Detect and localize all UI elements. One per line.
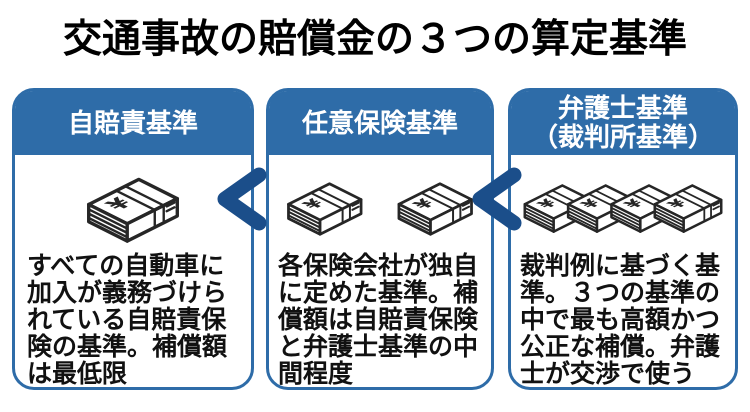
less-than-icon xyxy=(217,167,267,231)
card-header-sublabel: （裁判所基準） xyxy=(531,122,714,152)
money-stack-icon xyxy=(287,181,473,236)
card-description: 各保険会社が独自に定めた基準。補償額は自賠責保険と弁護士基準の中間程度 xyxy=(278,252,479,388)
card-header: 自賠責基準 xyxy=(15,91,251,155)
card-header: 弁護士基準 （裁判所基準） xyxy=(511,91,735,155)
card-voluntary-insurance-standard: 任意保険基準 各保険会社が独自に定めた基準。補償額は自賠責保険と弁護士基準の中間… xyxy=(266,88,494,390)
money-stack-icon xyxy=(523,183,723,233)
less-than-icon xyxy=(472,167,522,231)
card-description: 裁判例に基づく基準。３つの基準の中で最も高額かつ公正な補償。弁護士が交渉で使う xyxy=(520,252,721,388)
card-header-label: 自賠責基準 xyxy=(67,107,198,138)
money-stack-icon xyxy=(87,177,179,243)
card-header-label: 任意保険基準 xyxy=(301,107,458,138)
money-icon-row xyxy=(511,157,735,249)
page-title: 交通事故の賠償金の３つの算定基準 xyxy=(62,18,687,61)
card-description: すべての自動車に加入が義務づけられている自賠責保険の基準。補償額は最低限 xyxy=(27,252,228,388)
card-header-label: 弁護士基準 xyxy=(557,93,688,123)
card-header: 任意保険基準 xyxy=(269,91,491,155)
card-jibaiseki-standard: 自賠責基準 すべての自動車に加入が義務づけられている自賠責保険の基準。補償額は最… xyxy=(12,88,254,390)
money-icon-row xyxy=(269,157,491,249)
cards-row: 自賠責基準 すべての自動車に加入が義務づけられている自賠責保険の基準。補償額は最… xyxy=(0,68,750,400)
card-lawyer-standard: 弁護士基準 （裁判所基準） 裁判例に基づく基準。３つの基準の中で最も高額かつ公正… xyxy=(508,88,738,390)
